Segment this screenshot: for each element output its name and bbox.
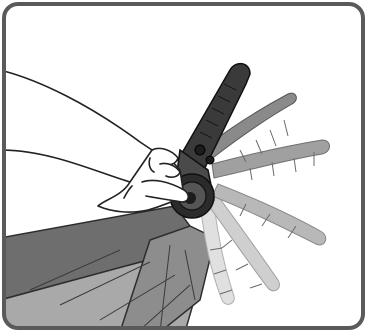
hinge-screw-top (195, 145, 205, 155)
hinge-screw-bottom (206, 156, 214, 164)
